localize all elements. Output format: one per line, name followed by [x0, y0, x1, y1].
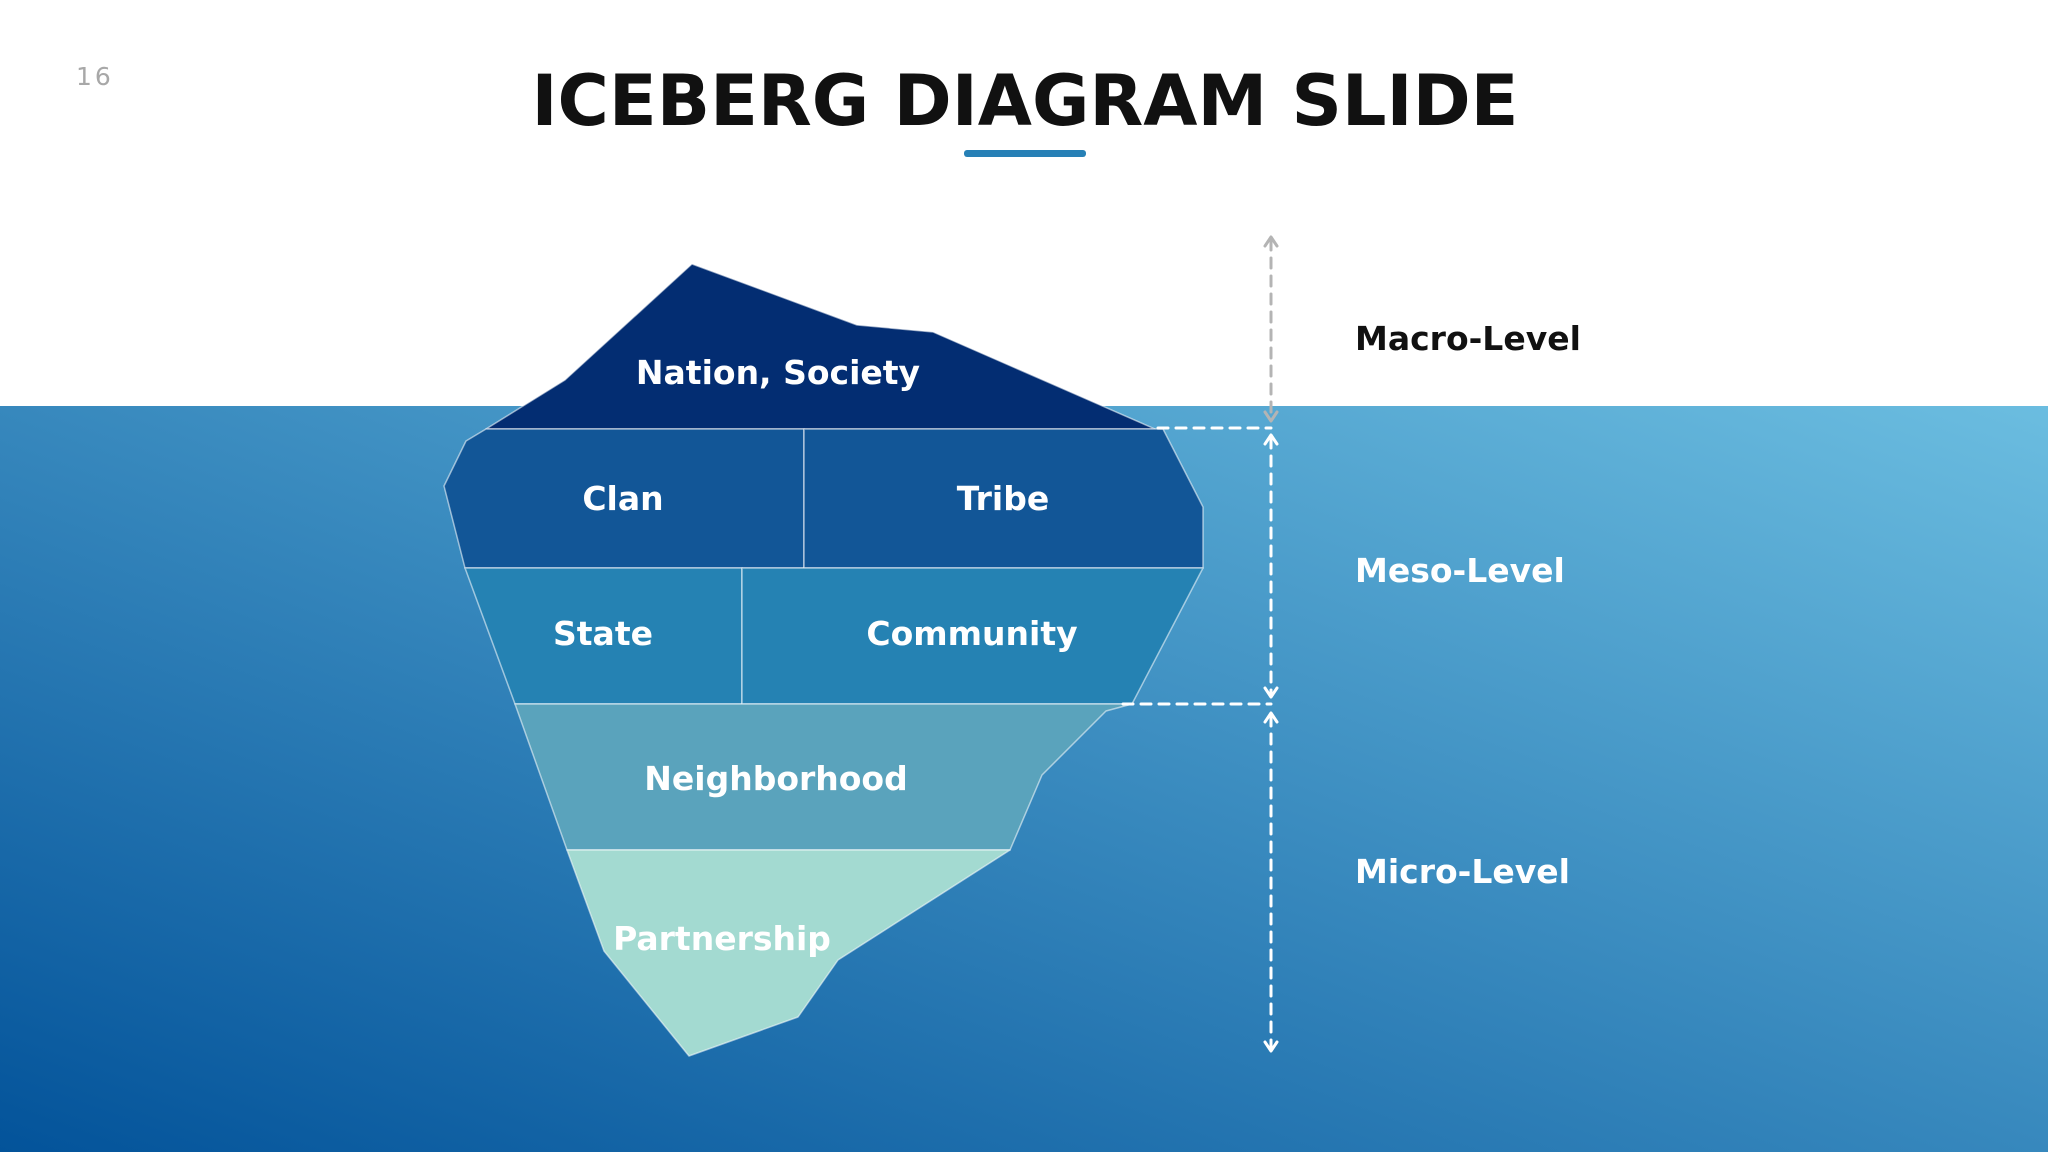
micro-arrow-down-icon	[1263, 1040, 1279, 1053]
level-label-meso: Meso-Level	[1355, 551, 1565, 590]
title-underline	[964, 150, 1086, 157]
macro-arrow-up-icon	[1263, 235, 1279, 248]
label-nation-society: Nation, Society	[636, 353, 920, 392]
label-community: Community	[866, 614, 1077, 653]
micro-arrow-up-icon	[1263, 711, 1279, 724]
label-neighborhood: Neighborhood	[644, 759, 907, 798]
iceberg	[443, 263, 1204, 1057]
level-markers	[1121, 238, 1273, 1050]
label-partnership: Partnership	[613, 919, 831, 958]
segment-nation-society	[485, 263, 1156, 430]
label-tribe: Tribe	[957, 479, 1049, 518]
page-number: 16	[76, 62, 114, 91]
segment-tribe	[803, 428, 1204, 569]
label-state: State	[553, 614, 653, 653]
meso-arrow-down-icon	[1263, 686, 1279, 699]
macro-arrow-down-icon	[1263, 410, 1279, 423]
level-label-macro: Macro-Level	[1355, 319, 1581, 358]
slide-title: ICEBERG DIAGRAM SLIDE	[531, 60, 1518, 142]
segment-partnership	[566, 849, 1011, 1057]
meso-arrow-up-icon	[1263, 433, 1279, 446]
level-label-micro: Micro-Level	[1355, 852, 1570, 891]
arrow-heads	[1263, 235, 1279, 1053]
label-clan: Clan	[582, 479, 663, 518]
